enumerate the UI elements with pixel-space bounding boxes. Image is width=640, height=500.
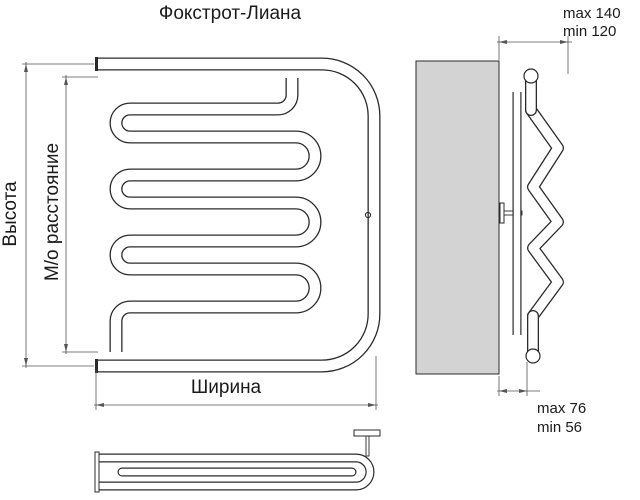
top-view-mount: [365, 435, 370, 457]
height-label: Высота: [0, 181, 21, 247]
top-end-cap: [95, 57, 98, 71]
top-view: [94, 429, 381, 493]
width-label: Ширина: [191, 377, 262, 398]
depth-max-bottom: max 76: [537, 400, 586, 417]
depth-min-bottom: min 56: [537, 419, 582, 436]
air-vent-icon: [364, 211, 372, 219]
side-bottom-cap: [525, 348, 541, 364]
height-dimension: [22, 62, 94, 368]
depth-max-top: max 140: [563, 5, 621, 22]
center-distance-label: М/о расстояние: [42, 143, 63, 281]
side-dimensions: [497, 36, 572, 396]
side-wall-mount: [499, 202, 505, 224]
wall: [415, 60, 500, 375]
width-dimension: [94, 356, 378, 410]
side-view: [415, 60, 564, 375]
bottom-end-cap: [95, 359, 98, 373]
side-top-cap: [523, 68, 539, 84]
front-view: [95, 57, 381, 373]
depth-min-top: min 120: [563, 23, 616, 40]
center-distance-dimension: [62, 75, 98, 354]
product-title: Фокстрот-Лиана: [159, 3, 302, 24]
